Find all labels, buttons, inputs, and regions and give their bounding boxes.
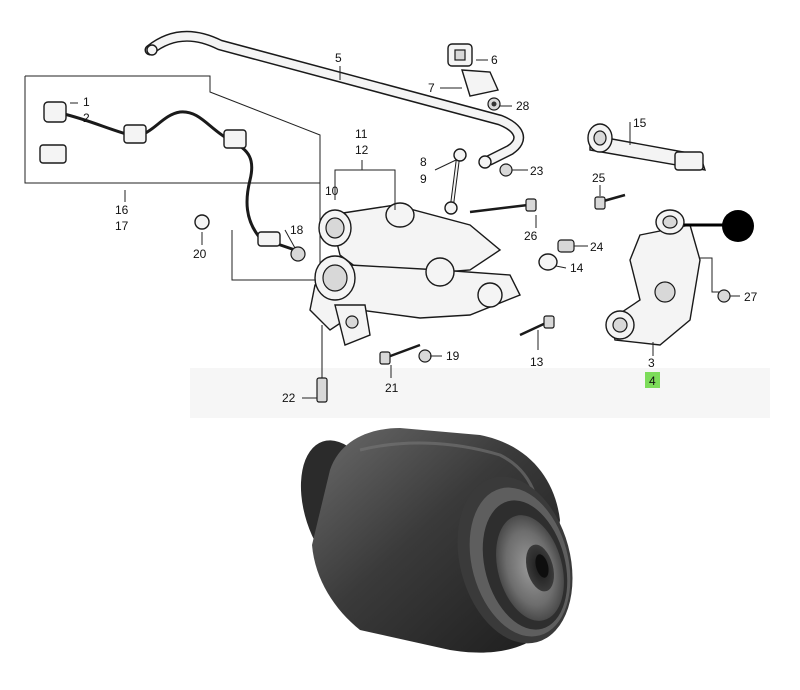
callout-20: 20 (193, 247, 207, 261)
fasteners (316, 163, 731, 403)
stabilizer-bar (144, 30, 525, 169)
callout-6: 6 (491, 53, 498, 67)
callout-7: 7 (428, 81, 435, 95)
callout-19: 19 (446, 349, 460, 363)
abs-sensor-harness (24, 75, 321, 281)
callout-17: 17 (115, 219, 129, 233)
callout-18: 18 (290, 223, 304, 237)
callout-14: 14 (570, 261, 584, 275)
callout-9: 9 (420, 172, 427, 186)
stabilizer-link (444, 148, 467, 215)
callout-24: 24 (590, 240, 604, 254)
callout-4-highlight (645, 372, 660, 388)
upper-link-arm (587, 123, 707, 171)
callout-15: 15 (633, 116, 647, 130)
callout-16: 16 (115, 203, 129, 217)
callout-2: 2 (83, 111, 90, 125)
bushing-photo (300, 428, 573, 653)
callout-1: 1 (83, 95, 90, 109)
diagram-shadow-band (190, 368, 770, 418)
callout-3: 3 (648, 356, 655, 370)
callout-11: 11 (355, 127, 368, 141)
rear-knuckle (605, 209, 701, 346)
callout-26: 26 (524, 229, 538, 243)
callout-27: 27 (744, 290, 758, 304)
callout-labels: 1 2 3 4 5 6 7 8 9 10 11 12 13 14 15 16 1… (83, 51, 758, 405)
upper-control-arm (318, 202, 502, 286)
lower-control-arm (309, 255, 521, 346)
callout-8: 8 (420, 155, 427, 169)
callout-21: 21 (385, 381, 399, 395)
callout-28: 28 (516, 99, 530, 113)
leader-lines (70, 59, 740, 399)
stabilizer-bushing-group (447, 43, 501, 111)
callout-13: 13 (530, 355, 544, 369)
callout-23: 23 (530, 164, 544, 178)
callout-12: 12 (355, 143, 369, 157)
callout-22: 22 (282, 391, 296, 405)
callout-10: 10 (325, 184, 339, 198)
callout-4: 4 (649, 374, 656, 388)
callout-25: 25 (592, 171, 606, 185)
reference-marker-dot (722, 210, 754, 242)
callout-5: 5 (335, 51, 342, 65)
